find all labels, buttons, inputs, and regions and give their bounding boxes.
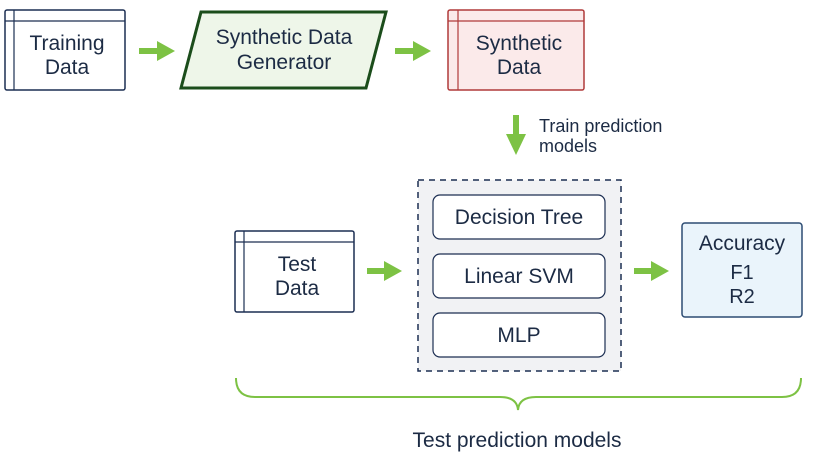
test-data-node: Test Data (234, 230, 355, 313)
training-data-node: Training Data (4, 9, 126, 91)
metrics-r2: R2 (729, 286, 755, 308)
model-mlp-box (432, 312, 606, 358)
arrow-down-train (506, 115, 526, 155)
training-data-label-2: Data (45, 56, 90, 79)
training-data-box (4, 9, 126, 91)
training-data-label-1: Training (29, 32, 104, 55)
synthetic-data-label-2: Data (497, 56, 542, 79)
model-decision-tree-box (432, 194, 606, 240)
test-step-label: Test prediction models (413, 429, 622, 452)
test-data-label-1: Test (278, 253, 317, 276)
synthetic-data-box (447, 9, 585, 91)
train-step-label-1: Train prediction (539, 116, 662, 136)
arrow-test-to-models (367, 261, 402, 281)
generator-shape (179, 10, 388, 90)
generator-node: Synthetic Data Generator (179, 10, 388, 90)
generator-label-1: Synthetic Data (216, 26, 353, 49)
arrow-models-to-metrics (634, 261, 669, 281)
model-mlp-label: MLP (497, 324, 540, 347)
model-linear-svm-box (432, 253, 606, 299)
metrics-f1: F1 (730, 262, 753, 284)
test-data-box (234, 230, 355, 313)
metrics-box (681, 222, 803, 318)
arrow-generator-to-synthetic (395, 41, 431, 61)
model-decision-tree-label: Decision Tree (455, 206, 583, 229)
generator-label-2: Generator (237, 51, 332, 74)
model-linear-svm-label: Linear SVM (464, 265, 574, 288)
metrics-title: Accuracy (699, 232, 786, 255)
metrics-node: Accuracy F1 R2 (681, 222, 803, 318)
test-brace (235, 377, 802, 411)
arrow-training-to-generator (139, 41, 175, 61)
train-step-label-2: models (539, 136, 597, 156)
synthetic-data-label-1: Synthetic (476, 32, 562, 55)
test-data-label-2: Data (275, 277, 320, 300)
models-container: Decision Tree Linear SVM MLP (417, 179, 622, 372)
synthetic-data-node: Synthetic Data (447, 9, 585, 91)
